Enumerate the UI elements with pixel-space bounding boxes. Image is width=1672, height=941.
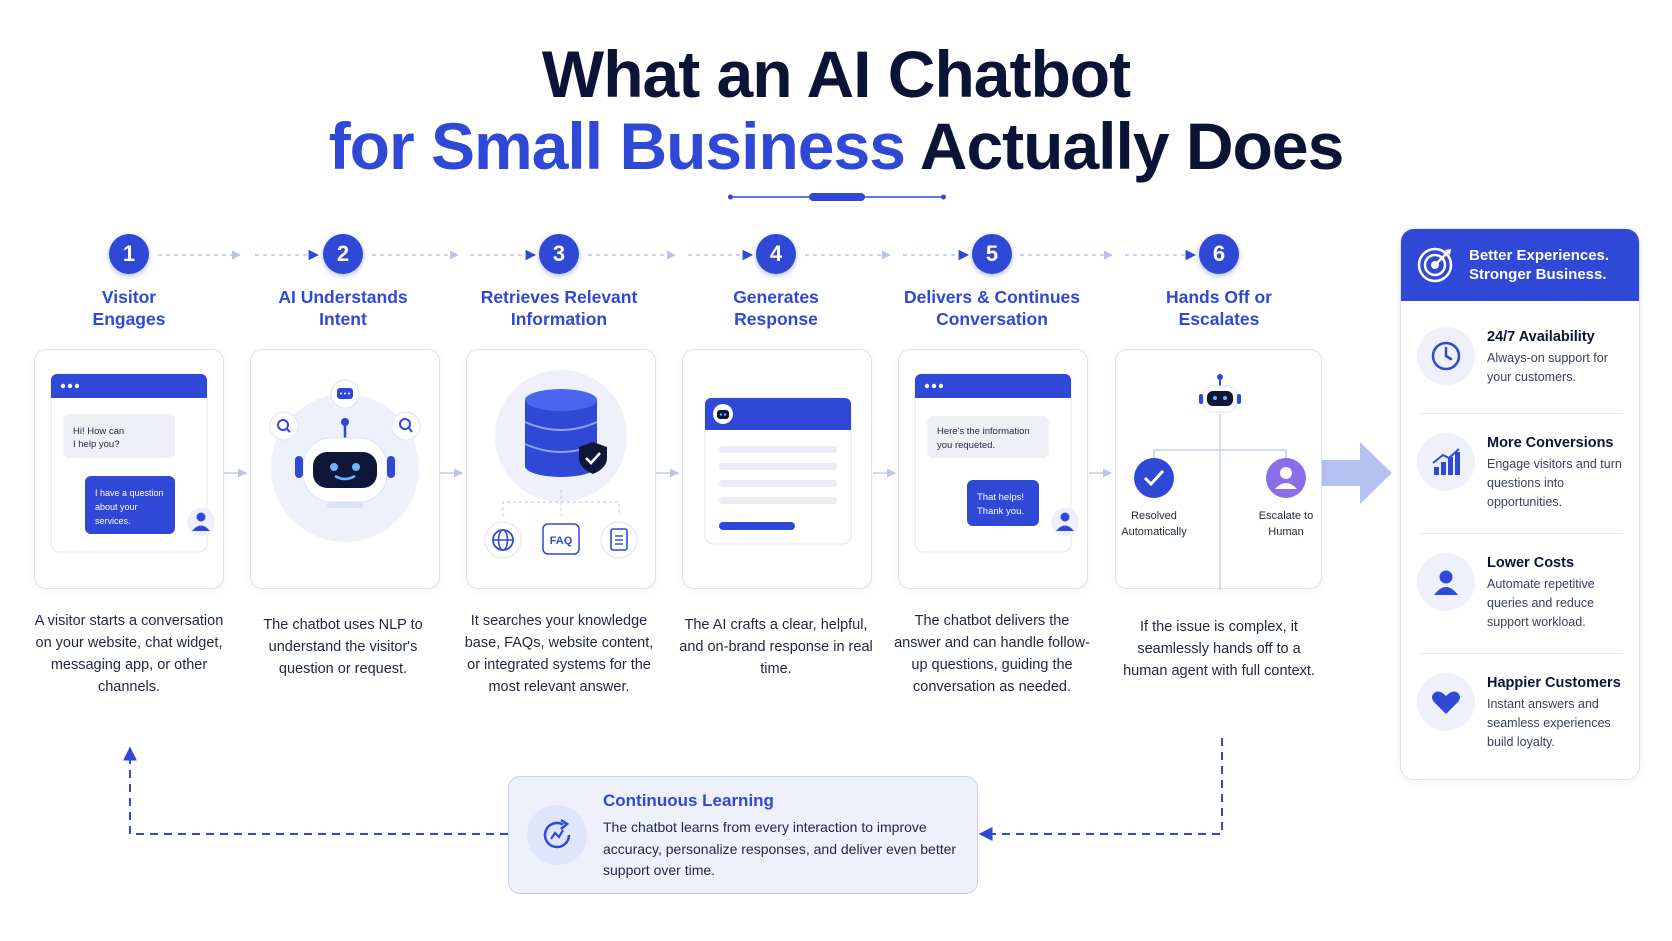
step-3-description: It searches your knowledge base, FAQs, w… bbox=[464, 613, 654, 695]
benefits-panel: Better Experiences.Stronger Business. 24… bbox=[1400, 228, 1640, 780]
main-title: What an AI Chatbot for Small Business Ac… bbox=[0, 38, 1672, 182]
step-5-description: The chatbot delivers the answer and can … bbox=[894, 613, 1090, 695]
step-1-badge: 1 bbox=[109, 234, 149, 274]
faq-label: FAQ bbox=[550, 535, 573, 547]
robot-icon bbox=[1199, 374, 1241, 413]
bar-chart-icon bbox=[1432, 448, 1460, 475]
check-circle-icon bbox=[1134, 458, 1174, 498]
step-1-bot-msg-2: I help you? bbox=[73, 439, 119, 450]
step-2-badge: 2 bbox=[323, 234, 363, 274]
step-5-user-msg-1: That helps! bbox=[977, 492, 1024, 503]
escalate-label-2: Human bbox=[1268, 526, 1303, 538]
benefit-title: More Conversions bbox=[1487, 435, 1614, 451]
step-5-badge: 5 bbox=[972, 234, 1012, 274]
learning-text: The chatbot learns from every interactio… bbox=[603, 819, 957, 878]
step-1-description: A visitor starts a conversation on your … bbox=[34, 613, 224, 695]
benefit-text: Instant answers and seamless experiences… bbox=[1487, 697, 1611, 749]
person-icon bbox=[1434, 570, 1458, 595]
step-5-card: Here's the information you requeted. Tha… bbox=[898, 349, 1088, 589]
title-line-1: What an AI Chatbot bbox=[541, 37, 1131, 111]
bot-avatar-icon bbox=[713, 404, 733, 424]
step-6-card: Resolved Automatically Escalate to Human bbox=[1115, 349, 1322, 590]
shield-check-icon bbox=[579, 442, 607, 474]
step-6-description: If the issue is complex, it seamlessly h… bbox=[1123, 619, 1315, 679]
step-2-card bbox=[250, 349, 440, 589]
to-benefits-arrow bbox=[1322, 442, 1392, 504]
target-icon bbox=[1417, 247, 1453, 283]
step-1-user-msg-2: about your bbox=[95, 502, 138, 512]
benefit-title: Happier Customers bbox=[1487, 675, 1621, 691]
user-search-icon bbox=[391, 411, 421, 441]
step-4-badge: 4 bbox=[756, 234, 796, 274]
globe-icon bbox=[484, 521, 522, 559]
resolved-label-2: Automatically bbox=[1121, 526, 1187, 538]
step-3-card: FAQ bbox=[466, 349, 656, 589]
title-accent: for Small Business bbox=[328, 109, 906, 183]
step-5-bot-msg-1: Here's the information bbox=[937, 426, 1030, 437]
document-icon bbox=[600, 521, 638, 559]
title-line-2: for Small Business Actually Does bbox=[0, 110, 1672, 182]
user-avatar-icon bbox=[187, 508, 215, 536]
clock-icon bbox=[1431, 341, 1461, 371]
step-1-user-msg-1: I have a question bbox=[95, 488, 164, 498]
step-3-badge: 3 bbox=[539, 234, 579, 274]
human-agent-icon bbox=[1266, 458, 1306, 498]
learning-title: Continuous Learning bbox=[603, 791, 774, 810]
step-2-description: The chatbot uses NLP to understand the v… bbox=[263, 617, 423, 677]
step-6-badge: 6 bbox=[1199, 234, 1239, 274]
title-rest: Actually Does bbox=[919, 109, 1344, 183]
chat-bubble-icon bbox=[330, 379, 360, 409]
benefit-text: Always-on support for your customers. bbox=[1487, 351, 1608, 384]
benefit-title: Lower Costs bbox=[1487, 555, 1575, 571]
step-4-description: The AI crafts a clear, helpful, and on-b… bbox=[679, 617, 873, 677]
learning-cycle-icon bbox=[543, 818, 571, 849]
user-avatar-icon bbox=[1051, 508, 1079, 536]
step-1-user-msg-3: services. bbox=[95, 516, 131, 526]
resolved-label-1: Resolved bbox=[1131, 510, 1177, 522]
step-5-user-msg-2: Thank you. bbox=[977, 506, 1024, 517]
benefit-text: Automate repetitive queries and reduce s… bbox=[1487, 577, 1595, 629]
step-4-card bbox=[682, 349, 872, 589]
benefit-title: 24/7 Availability bbox=[1487, 329, 1595, 345]
step-1-card: Hi! How can I help you? I have a questio… bbox=[34, 349, 224, 589]
benefit-text: Engage visitors and turn questions into … bbox=[1487, 457, 1622, 509]
escalate-label-1: Escalate to bbox=[1259, 510, 1313, 522]
benefits-header: Better Experiences.Stronger Business. bbox=[1401, 229, 1639, 301]
step-1-bot-msg-1: Hi! How can bbox=[73, 426, 124, 437]
faq-icon: FAQ bbox=[542, 523, 580, 555]
title-divider bbox=[728, 193, 946, 201]
continuous-learning-box: Continuous Learning The chatbot learns f… bbox=[508, 776, 978, 894]
heart-icon bbox=[1432, 691, 1460, 714]
robot-icon bbox=[295, 418, 395, 508]
search-icon bbox=[269, 411, 299, 441]
step-5-bot-msg-2: you requeted. bbox=[937, 440, 995, 451]
benefits-title: Better Experiences.Stronger Business. bbox=[1469, 247, 1610, 283]
